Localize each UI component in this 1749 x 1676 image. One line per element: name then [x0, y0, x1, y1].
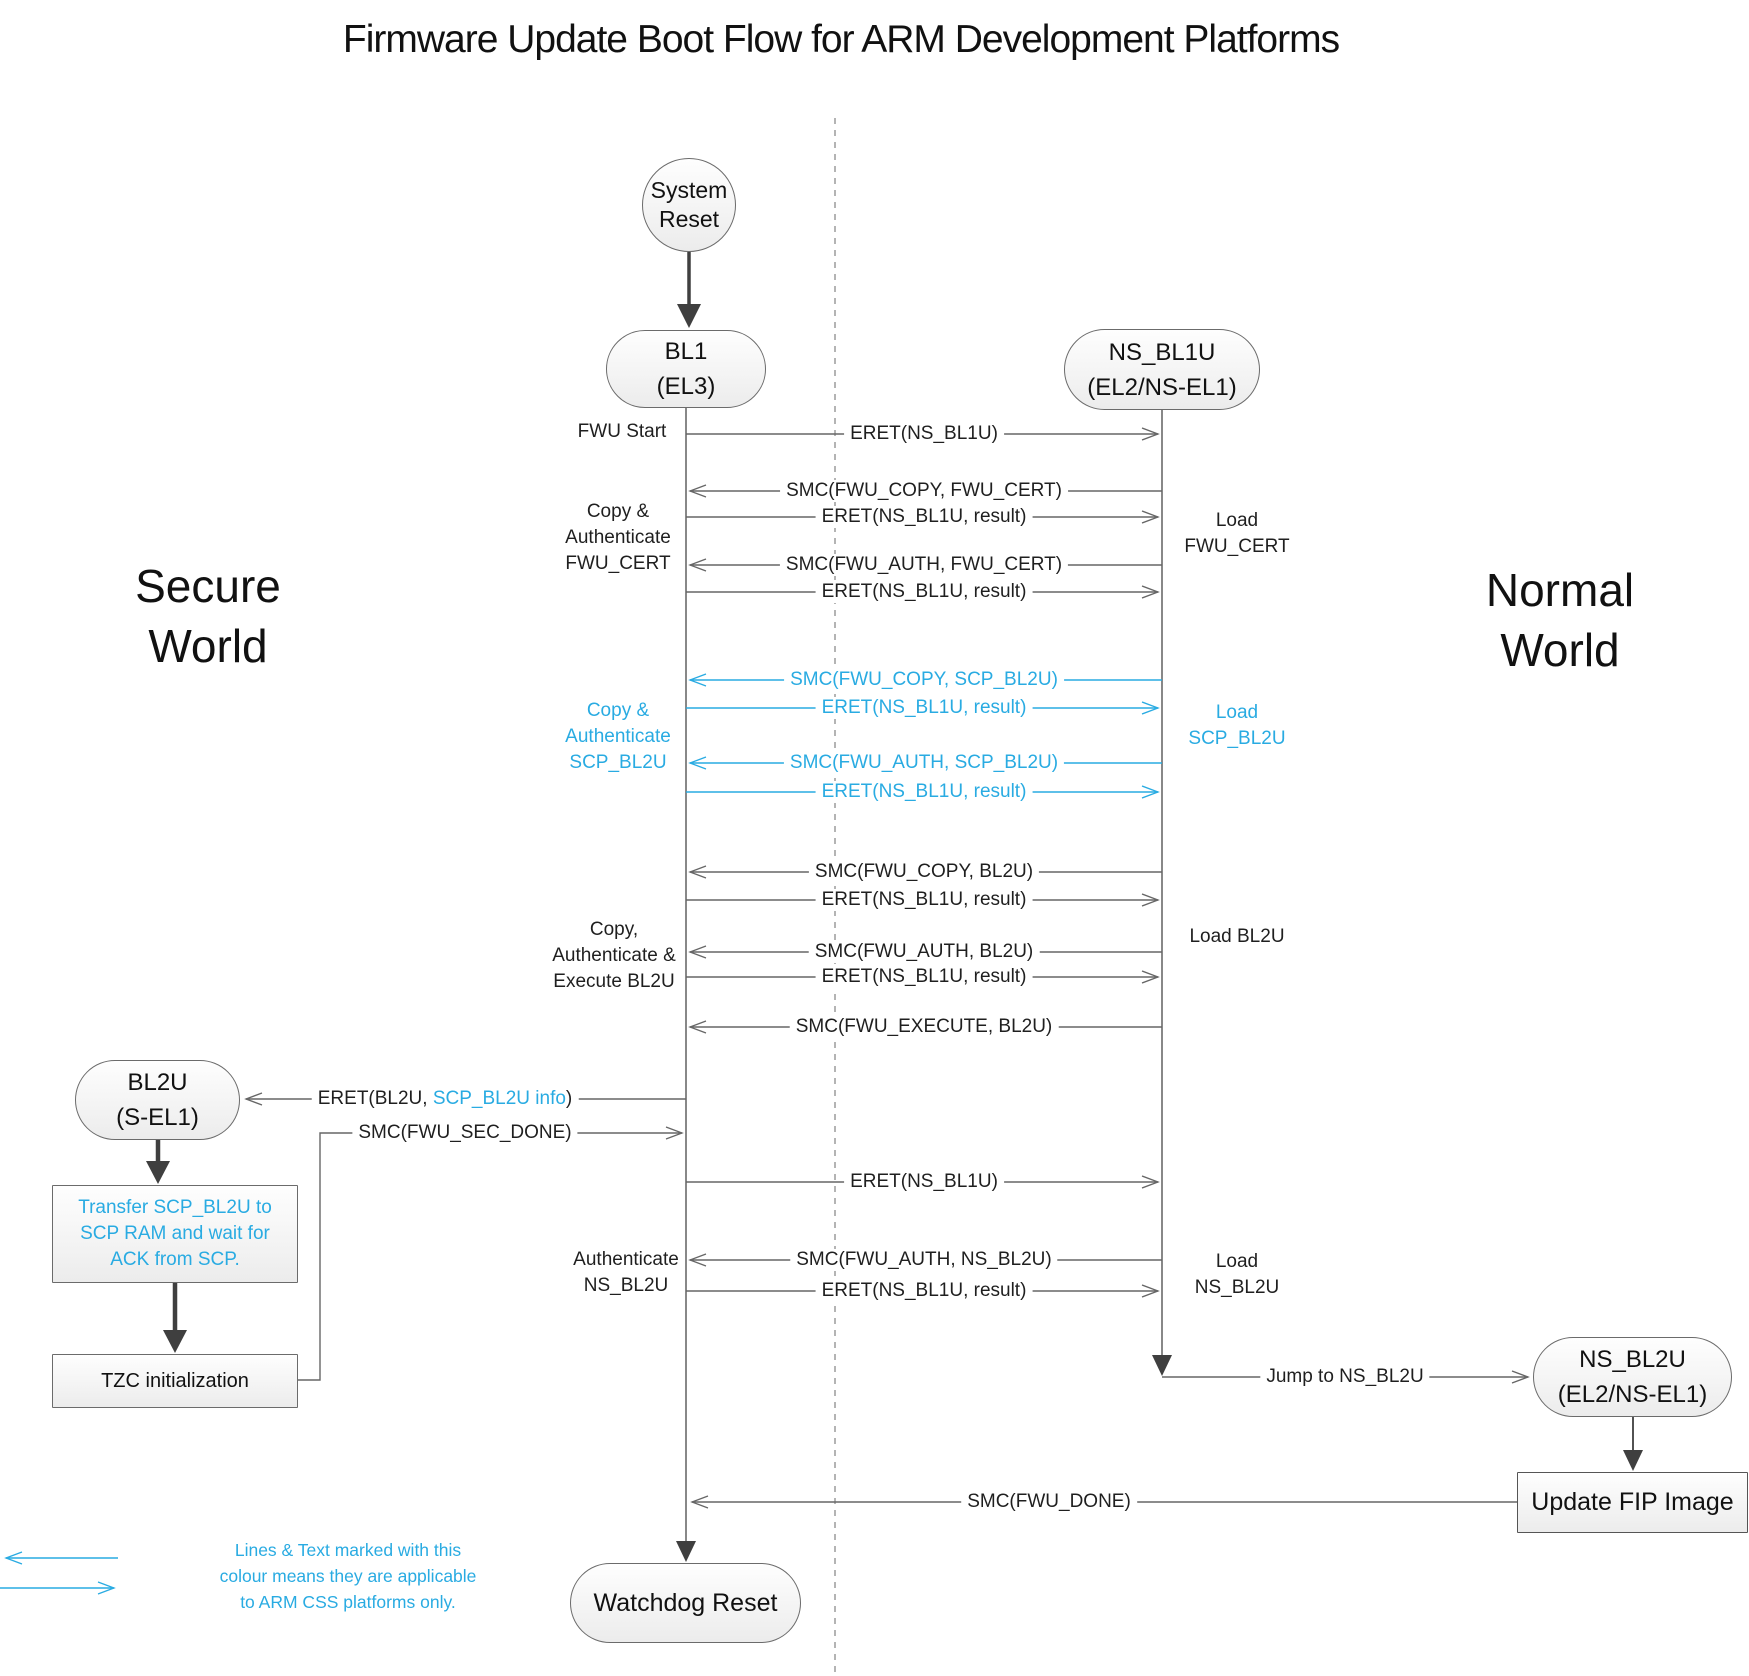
secure-world-label: Secure World	[135, 560, 281, 672]
message-label-smc-fwu-auth-fwu-cert: SMC(FWU_AUTH, FWU_CERT)	[779, 554, 1069, 576]
side-label-load-ns-bl2u: Load NS_BL2U	[1194, 1251, 1280, 1298]
side-label-auth-ns-bl2u: Authenticate NS_BL2U	[573, 1249, 679, 1296]
message-label-eret-bl2u-scp-info: ERET(BL2U, SCP_BL2U info)	[311, 1088, 579, 1110]
message-label-smc-fwu-copy-scp-bl2u: SMC(FWU_COPY, SCP_BL2U)	[784, 669, 1064, 691]
node-watchdog-reset: Watchdog Reset	[570, 1563, 801, 1643]
message-label-eret-ns-bl1u-1: ERET(NS_BL1U)	[844, 423, 1004, 445]
message-label-smc-fwu-execute-bl2u: SMC(FWU_EXECUTE, BL2U)	[789, 1016, 1059, 1038]
node-tzc-initialization: TZC initialization	[52, 1354, 298, 1408]
eret-bl2u-suffix: )	[565, 1088, 573, 1109]
node-update-fip-image: Update FIP Image	[1517, 1472, 1748, 1533]
node-transfer-scp-bl2u: Transfer SCP_BL2U to SCP RAM and wait fo…	[52, 1185, 298, 1283]
side-label-copy-auth-fwu-cert: Copy & Authenticate FWU_CERT	[565, 501, 671, 574]
side-label-load-bl2u: Load BL2U	[1189, 926, 1285, 947]
system-reset-to-bl1-arrowhead	[677, 304, 701, 328]
message-label-eret-result-5: ERET(NS_BL1U, result)	[815, 1280, 1033, 1302]
bl2u-to-transfer-arrowhead	[146, 1161, 170, 1184]
node-bl2u: BL2U (S-EL1)	[75, 1060, 240, 1140]
node-system-reset: System Reset	[642, 158, 736, 252]
legend-text: Lines & Text marked with this colour mea…	[219, 1540, 477, 1612]
bl1-to-watchdog-arrowhead	[676, 1541, 696, 1562]
normal-world-label: Normal World	[1485, 564, 1635, 676]
node-ns-bl2u: NS_BL2U (EL2/NS-EL1)	[1533, 1337, 1732, 1417]
message-label-smc-fwu-copy-bl2u: SMC(FWU_COPY, BL2U)	[808, 861, 1040, 883]
eret-bl2u-highlight: SCP_BL2U info	[432, 1088, 566, 1109]
message-label-eret-result-scp-2: ERET(NS_BL1U, result)	[815, 781, 1033, 803]
message-label-smc-fwu-sec-done: SMC(FWU_SEC_DONE)	[352, 1122, 578, 1144]
message-label-eret-result-1: ERET(NS_BL1U, result)	[815, 506, 1033, 528]
message-label-eret-result-scp-1: ERET(NS_BL1U, result)	[815, 697, 1033, 719]
message-label-eret-result-2: ERET(NS_BL1U, result)	[815, 581, 1033, 603]
node-ns-bl1u: NS_BL1U (EL2/NS-EL1)	[1064, 329, 1260, 410]
side-label-fwu-start: FWU Start	[577, 421, 667, 442]
message-label-smc-fwu-done: SMC(FWU_DONE)	[961, 1491, 1137, 1513]
eret-bl2u-prefix: ERET(BL2U,	[317, 1088, 433, 1109]
message-label-eret-result-4: ERET(NS_BL1U, result)	[815, 966, 1033, 988]
message-label-eret-result-3: ERET(NS_BL1U, result)	[815, 889, 1033, 911]
diagram-title: Firmware Update Boot Flow for ARM Develo…	[342, 18, 1340, 61]
message-label-smc-fwu-copy-fwu-cert: SMC(FWU_COPY, FWU_CERT)	[780, 480, 1068, 502]
ns-bl2u-to-update-fip-arrowhead	[1623, 1450, 1643, 1471]
transfer-to-tzc-arrowhead	[163, 1330, 187, 1353]
side-label-copy-auth-scp-bl2u: Copy & Authenticate SCP_BL2U	[565, 700, 671, 773]
ns-bl1u-lifeline-end-arrowhead	[1152, 1355, 1172, 1376]
node-bl1: BL1 (EL3)	[606, 330, 766, 408]
side-label-load-fwu-cert: Load FWU_CERT	[1184, 510, 1290, 557]
message-label-smc-fwu-auth-scp-bl2u: SMC(FWU_AUTH, SCP_BL2U)	[783, 752, 1065, 774]
message-label-smc-fwu-auth-bl2u: SMC(FWU_AUTH, BL2U)	[808, 941, 1040, 963]
side-label-copy-auth-exec-bl2u: Copy, Authenticate & Execute BL2U	[552, 919, 676, 992]
side-label-load-scp-bl2u: Load SCP_BL2U	[1188, 702, 1286, 749]
message-label-jump-to-ns-bl2u: Jump to NS_BL2U	[1260, 1366, 1430, 1388]
message-label-smc-fwu-auth-ns-bl2u: SMC(FWU_AUTH, NS_BL2U)	[790, 1249, 1058, 1271]
message-label-eret-ns-bl1u-2: ERET(NS_BL1U)	[844, 1171, 1004, 1193]
